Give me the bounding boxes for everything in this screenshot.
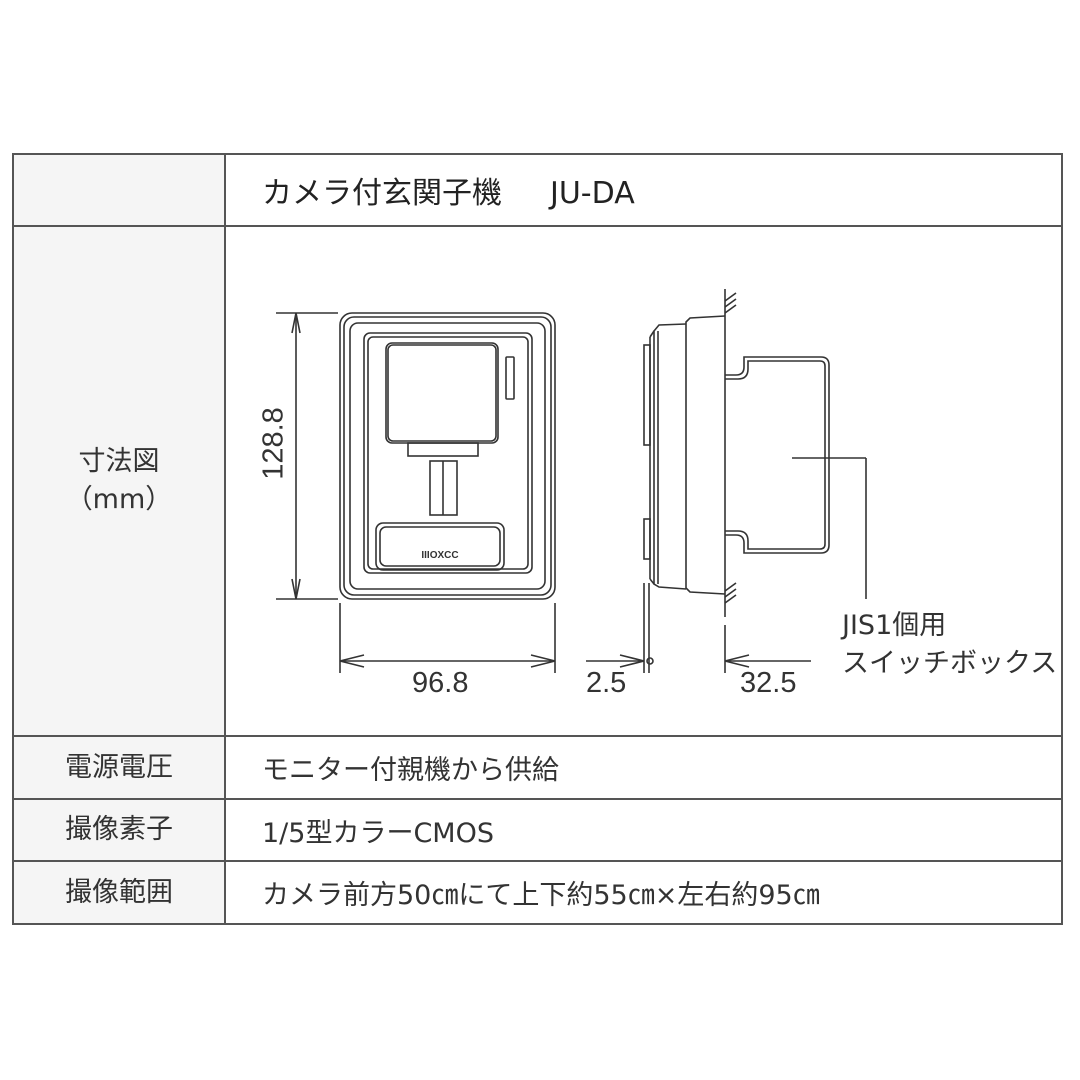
protrusion-dimension-label: 2.5 [586,666,627,699]
model-number: JU-DA [550,175,635,211]
spec-row-power: 電源電圧 モニター付親機から供給 [12,735,1063,800]
spec-value: モニター付親機から供給 [224,735,1063,800]
title-label-cell [12,153,226,227]
spec-label: 電源電圧 [12,735,226,800]
diagram-row: 寸法図 （mm） [12,224,1063,738]
diagram-unit: （mm） [65,483,173,515]
title-cell: カメラ付玄関子機 JU-DA [224,153,1063,227]
spec-label: 撮像範囲 [12,860,226,925]
width-dimension-label: 96.8 [412,666,469,699]
diagram-label: 寸法図 [78,445,160,477]
callout-line1: JIS1個用 [842,609,947,641]
spec-label: 撮像素子 [12,797,226,863]
height-dimension-label: 128.8 [257,406,290,480]
title-row: カメラ付玄関子機 JU-DA [12,153,1063,227]
side-view [643,288,867,617]
callout-line2: スイッチボックス [842,647,1058,679]
height-dimension [276,311,338,600]
spec-row-range: 撮像範囲 カメラ前方50㎝にて上下約55㎝×左右約95㎝ [12,860,1063,925]
front-view: IIIOXCC [339,311,556,600]
spec-table: カメラ付玄関子機 JU-DA 寸法図 （mm） [12,153,1063,925]
depth-dimension-label: 32.5 [740,666,797,699]
svg-text:IIIOXCC: IIIOXCC [421,550,458,561]
depth-dimensions [586,582,811,673]
switch-box-callout: JIS1個用 スイッチボックス [842,607,1057,683]
width-dimension [339,602,556,673]
spec-row-sensor: 撮像素子 1/5型カラーCMOS [12,797,1063,863]
diagram-cell: IIIOXCC [224,224,1063,738]
diagram-label-cell: 寸法図 （mm） [12,224,226,738]
spec-value: カメラ前方50㎝にて上下約55㎝×左右約95㎝ [224,860,1063,925]
dimension-drawing: IIIOXCC [276,288,867,673]
spec-value: 1/5型カラーCMOS [224,797,1063,863]
product-name: カメラ付玄関子機 [262,175,502,211]
